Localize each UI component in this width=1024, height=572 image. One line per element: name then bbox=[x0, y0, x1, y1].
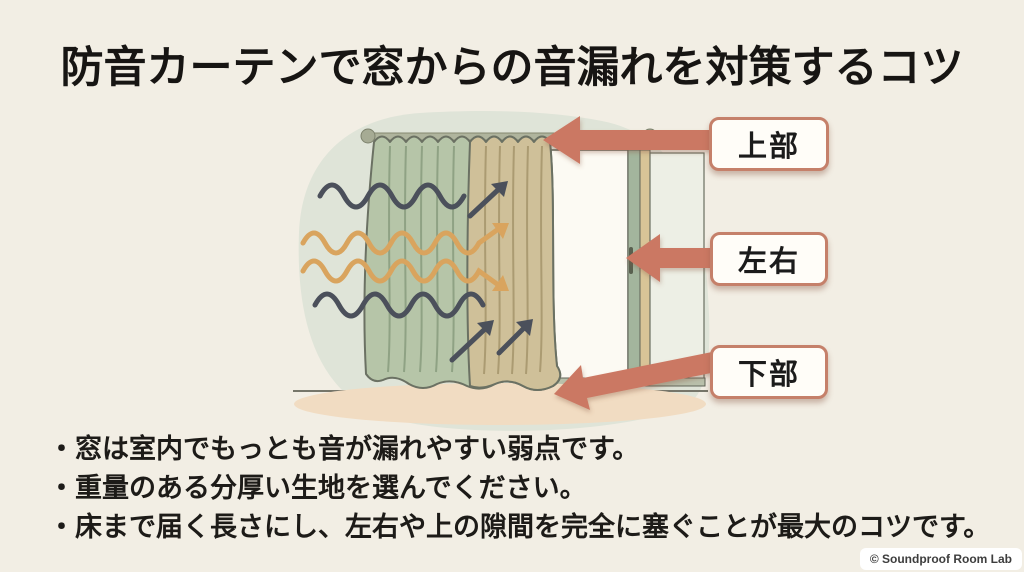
note-text: 重量のある分厚い生地を選んでください。 bbox=[75, 473, 587, 503]
callout-arrow-middle-icon bbox=[626, 234, 716, 282]
page-title: 防音カーテンで窓からの音漏れを対策するコツ bbox=[60, 44, 964, 92]
callout-arrow-bottom-icon bbox=[554, 352, 716, 410]
callout-label-bottom-text: 下部 bbox=[737, 359, 800, 391]
note-item: ・ 重量のある分厚い生地を選んでください。 bbox=[48, 469, 1016, 508]
curtain-window-illustration bbox=[280, 95, 850, 440]
callout-label-top: 上部 bbox=[709, 117, 829, 171]
callout-label-bottom: 下部 bbox=[710, 345, 828, 399]
callout-label-sides: 左右 bbox=[710, 232, 828, 286]
note-text: 床まで届く長さにし、左右や上の隙間を完全に塞ぐことが最大のコツです。 bbox=[75, 512, 991, 542]
notes-list: ・ 窓は室内でもっとも音が漏れやすい弱点です。 ・ 重量のある分厚い生地を選んで… bbox=[48, 430, 1016, 547]
callout-label-top-text: 上部 bbox=[737, 131, 800, 163]
copyright-badge: © Soundproof Room Lab bbox=[859, 548, 1022, 570]
note-item: ・ 床まで届く長さにし、左右や上の隙間を完全に塞ぐことが最大のコツです。 bbox=[48, 508, 1016, 547]
bullet-icon: ・ bbox=[48, 512, 75, 542]
bullet-icon: ・ bbox=[48, 473, 75, 503]
note-item: ・ 窓は室内でもっとも音が漏れやすい弱点です。 bbox=[48, 430, 1016, 469]
sound-waves bbox=[300, 181, 533, 363]
callout-arrows bbox=[543, 116, 716, 410]
leak-arrow-icon bbox=[467, 185, 503, 219]
sound-wave-orange-icon bbox=[300, 227, 500, 256]
bullet-icon: ・ bbox=[48, 434, 75, 464]
floor-shadow-icon bbox=[294, 383, 706, 425]
leak-arrow-icon bbox=[496, 323, 529, 356]
sound-wave-dark-icon bbox=[312, 291, 486, 319]
illustration-svg bbox=[293, 111, 716, 431]
sound-wave-orange-icon bbox=[300, 258, 500, 287]
callout-label-sides-text: 左右 bbox=[737, 246, 800, 278]
note-text: 窓は室内でもっとも音が漏れやすい弱点です。 bbox=[75, 434, 640, 464]
callout-arrow-top-icon bbox=[543, 116, 716, 164]
leak-arrow-icon bbox=[449, 325, 489, 363]
sound-wave-dark-icon bbox=[317, 182, 467, 210]
